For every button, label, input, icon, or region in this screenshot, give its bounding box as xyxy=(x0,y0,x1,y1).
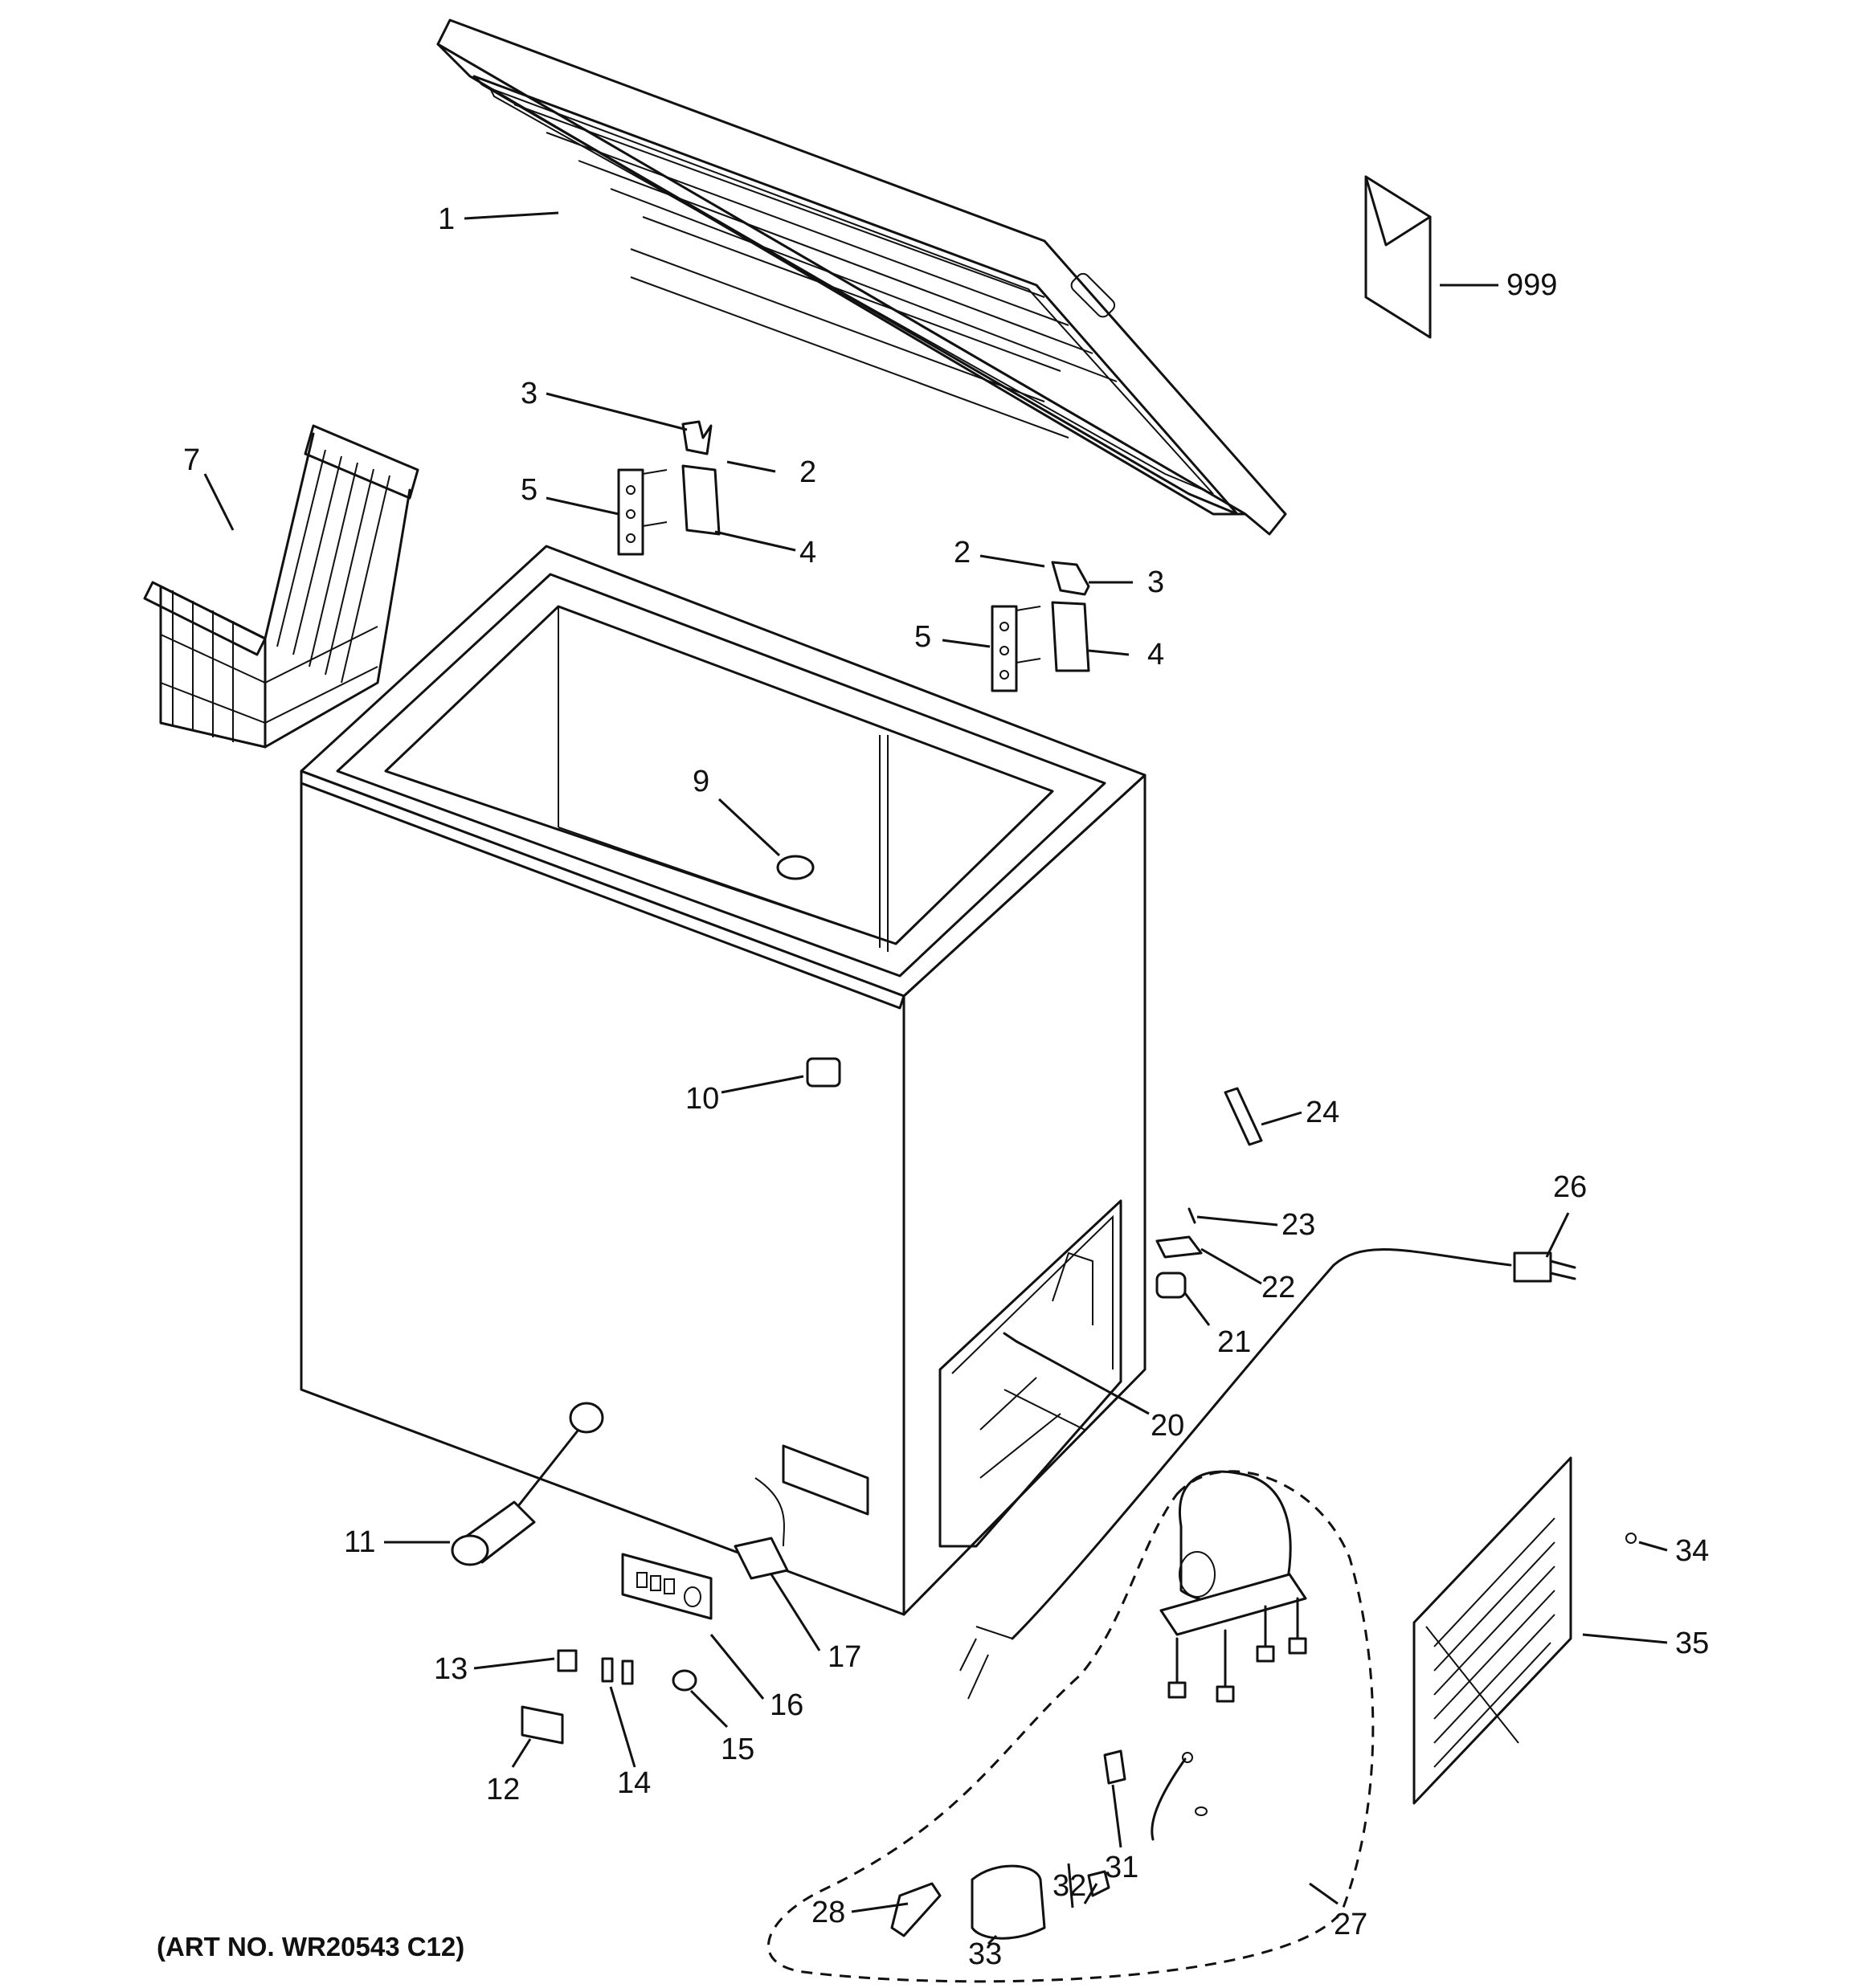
callout-10: 10 xyxy=(685,1082,719,1116)
callout-4: 4 xyxy=(1147,638,1164,672)
callout-33: 33 xyxy=(968,1937,1002,1971)
lid-part xyxy=(436,18,1287,536)
compressor-part xyxy=(890,1470,1307,1940)
callout-2: 2 xyxy=(954,536,971,569)
callout-5: 5 xyxy=(914,620,931,654)
drain-plug-shape xyxy=(776,855,815,880)
art-number: (ART NO. WR20543 C12) xyxy=(157,1932,464,1961)
callout-11: 11 xyxy=(344,1525,375,1559)
compressor-kit-boundary xyxy=(767,1470,1375,1983)
hinge-assembly-right xyxy=(991,561,1090,692)
callout-20: 20 xyxy=(1151,1409,1184,1443)
callout-23: 23 xyxy=(1281,1208,1315,1242)
leader-lines xyxy=(203,211,1668,1945)
rear-grille-part xyxy=(1412,1456,1637,1805)
hinge-assembly-left xyxy=(617,420,721,556)
callout-2: 2 xyxy=(799,455,816,489)
basket-part xyxy=(143,424,419,749)
callout-31: 31 xyxy=(1105,1851,1138,1884)
callout-32: 32 xyxy=(1053,1869,1086,1903)
callout-13: 13 xyxy=(434,1652,468,1686)
callout-21: 21 xyxy=(1217,1325,1251,1359)
cabinet-part xyxy=(300,545,1147,1616)
defrost-drain-part xyxy=(451,1429,580,1566)
callout-5: 5 xyxy=(521,473,538,507)
callout-22: 22 xyxy=(1261,1271,1295,1304)
callout-3: 3 xyxy=(1147,565,1164,599)
power-cord-part xyxy=(959,1248,1576,1700)
drier-part xyxy=(1224,1087,1263,1146)
callout-labels: 1 999 3 2 7 5 4 2 3 5 4 9 10 24 26 23 22… xyxy=(183,202,1709,1971)
callout-7: 7 xyxy=(183,443,200,477)
switch-and-indicator-parts xyxy=(521,1649,697,1745)
callout-1: 1 xyxy=(438,202,455,236)
callout-26: 26 xyxy=(1553,1170,1587,1204)
callout-15: 15 xyxy=(721,1733,754,1766)
callout-12: 12 xyxy=(486,1773,520,1806)
callout-17: 17 xyxy=(828,1640,861,1674)
callout-28: 28 xyxy=(811,1896,845,1929)
callout-24: 24 xyxy=(1306,1096,1339,1129)
callout-4: 4 xyxy=(799,536,816,569)
clamp-and-screw-parts xyxy=(1003,1207,1203,1343)
literature-part xyxy=(1364,175,1432,339)
thermostat-knob-shape xyxy=(806,1057,841,1088)
callout-14: 14 xyxy=(617,1766,651,1800)
relay-box-part xyxy=(734,1477,789,1580)
callout-9: 9 xyxy=(693,765,709,798)
callout-999: 999 xyxy=(1506,268,1557,302)
callout-3: 3 xyxy=(521,377,538,410)
callout-34: 34 xyxy=(1675,1534,1709,1568)
callout-16: 16 xyxy=(770,1688,803,1722)
callout-35: 35 xyxy=(1675,1627,1709,1660)
control-board-part xyxy=(621,1553,713,1620)
callout-27: 27 xyxy=(1334,1908,1367,1941)
